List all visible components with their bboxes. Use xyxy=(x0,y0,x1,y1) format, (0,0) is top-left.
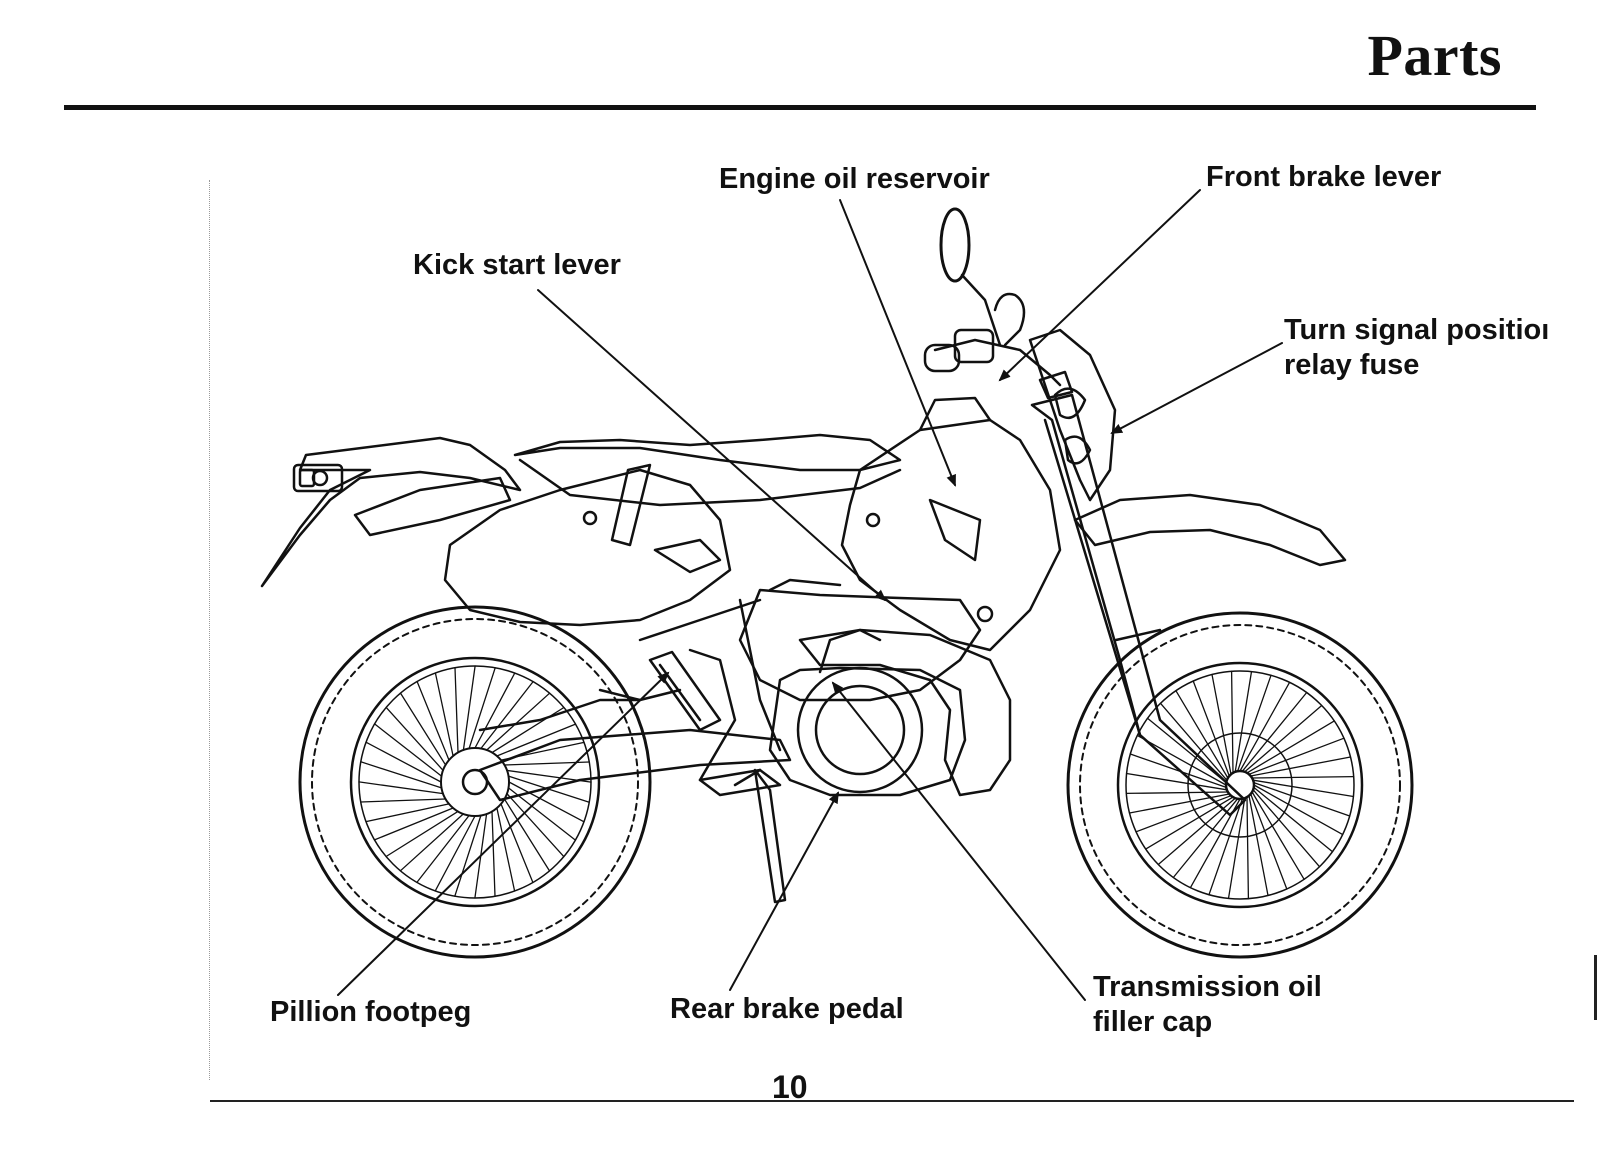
leader-front-brake-lever xyxy=(998,189,1201,382)
label-transmission-oil-filler-cap: Transmission oil filler cap xyxy=(1093,970,1322,1040)
leader-turn-signal-relay-fuse xyxy=(1110,342,1283,434)
tank-scoop xyxy=(928,498,982,562)
page-number: 10 xyxy=(772,1069,808,1105)
label-turn-signal-line-1: Turn signal positioı xyxy=(1284,314,1550,346)
label-turn-signal-relay-fuse: Turn signal positioı relay fuse xyxy=(1284,313,1549,383)
engine xyxy=(768,628,967,797)
seat xyxy=(513,433,902,472)
label-pillion-footpeg: Pillion footpeg xyxy=(270,996,472,1028)
kickstand xyxy=(753,768,787,904)
rear-fender xyxy=(260,436,522,588)
title-rule xyxy=(64,105,1536,110)
leader-transmission-oil-filler-cap xyxy=(831,681,1086,1001)
front-forks xyxy=(1030,393,1247,817)
tail-light xyxy=(292,463,344,493)
leader-pillion-footpeg xyxy=(337,671,670,996)
label-kick-start-lever: Kick start lever xyxy=(413,249,621,281)
label-transmission-line-1: Transmission oil xyxy=(1093,971,1322,1003)
muffler xyxy=(353,476,512,537)
label-front-brake-lever: Front brake lever xyxy=(1206,161,1442,193)
side-panel xyxy=(443,468,732,627)
rear-wheel xyxy=(298,605,652,959)
handlebar xyxy=(923,292,1074,400)
edge-mark xyxy=(1594,955,1597,1020)
leader-rear-brake-pedal xyxy=(729,791,839,991)
front-wheel xyxy=(1066,611,1414,959)
motorcycle-illustration xyxy=(260,207,1414,959)
leader-kick-start-lever xyxy=(537,289,887,602)
callout-leaders xyxy=(337,189,1283,1001)
fuel-tank xyxy=(840,418,1062,652)
front-fender xyxy=(1073,493,1347,567)
mirror xyxy=(939,207,1002,347)
rear-shock xyxy=(648,650,722,732)
bottom-rule xyxy=(210,1100,1574,1102)
label-turn-signal-line-2: relay fuse xyxy=(1284,349,1420,381)
number-plate xyxy=(1028,328,1117,502)
frame xyxy=(738,588,982,702)
label-rear-brake-pedal: Rear brake pedal xyxy=(670,993,904,1025)
scan-margin-dots xyxy=(209,180,211,1080)
swingarm xyxy=(478,728,792,802)
leader-engine-oil-reservoir xyxy=(839,199,956,487)
label-engine-oil-reservoir: Engine oil reservoir xyxy=(719,163,990,195)
exhaust-pipe xyxy=(798,628,1012,797)
page-title: Parts xyxy=(1367,23,1502,88)
label-transmission-line-2: filler cap xyxy=(1093,1006,1213,1038)
